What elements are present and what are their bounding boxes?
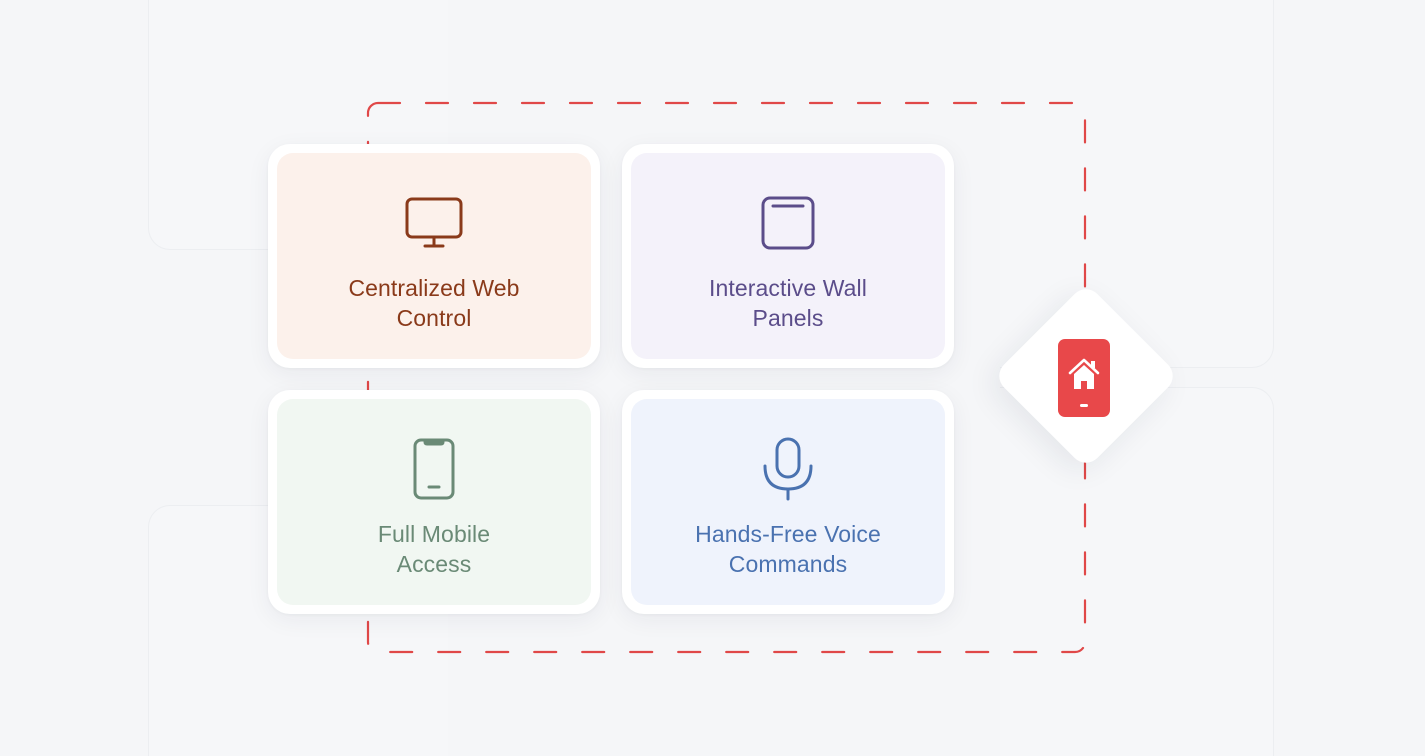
card-body: Centralized Web Control: [277, 153, 591, 359]
card-label: Interactive Wall Panels: [658, 273, 918, 333]
card-label-line: Hands-Free Voice: [695, 521, 881, 547]
feature-card-voice-commands[interactable]: Hands-Free Voice Commands: [622, 390, 954, 614]
card-label: Full Mobile Access: [304, 519, 564, 579]
card-label-line: Interactive Wall: [709, 275, 867, 301]
card-body: Hands-Free Voice Commands: [631, 399, 945, 605]
smart-home-phone-icon[interactable]: [1058, 339, 1110, 417]
microphone-icon: [756, 437, 820, 501]
card-label-line: Control: [396, 305, 472, 331]
feature-card-mobile-access[interactable]: Full Mobile Access: [268, 390, 600, 614]
feature-card-wall-panels[interactable]: Interactive Wall Panels: [622, 144, 954, 368]
background-panel-top-right: [1000, 0, 1274, 368]
smartphone-icon: [402, 437, 466, 501]
card-label-line: Commands: [728, 551, 848, 577]
card-body: Interactive Wall Panels: [631, 153, 945, 359]
card-label: Hands-Free Voice Commands: [658, 519, 918, 579]
card-label: Centralized Web Control: [304, 273, 564, 333]
monitor-icon: [402, 191, 466, 255]
background-panel-bottom-right: [1000, 387, 1274, 756]
card-label-line: Full Mobile: [377, 521, 491, 547]
card-body: Full Mobile Access: [277, 399, 591, 605]
wall-panel-icon: [756, 191, 820, 255]
feature-card-web-control[interactable]: Centralized Web Control: [268, 144, 600, 368]
card-label-line: Panels: [752, 305, 824, 331]
card-label-line: Centralized Web: [348, 275, 520, 301]
card-label-line: Access: [396, 551, 472, 577]
